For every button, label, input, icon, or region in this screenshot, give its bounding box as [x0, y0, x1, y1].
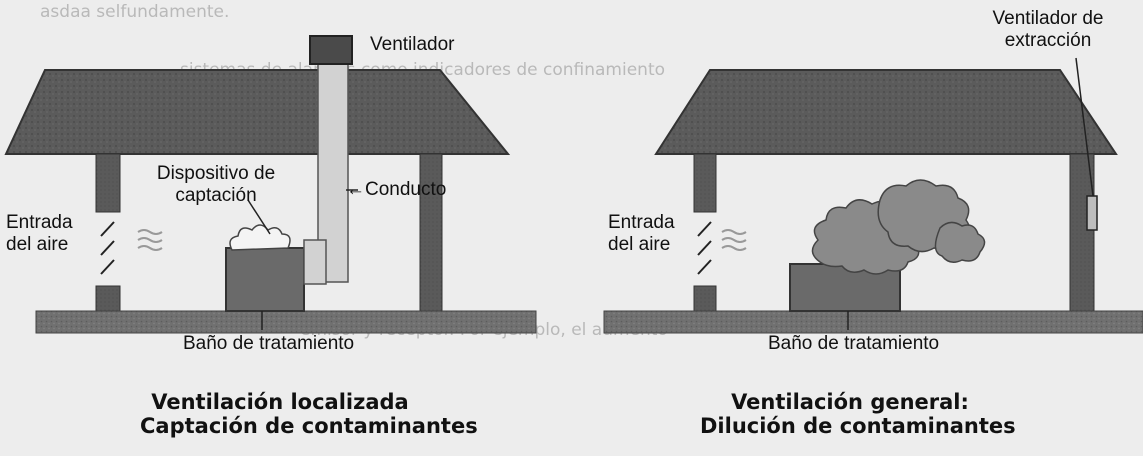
capture-device-label-line2: captación: [175, 185, 257, 206]
roof-fan-box: [309, 35, 353, 65]
right-air-inlet-line2: del aire: [608, 234, 671, 255]
left-house: [4, 35, 537, 334]
left-roof: [4, 69, 511, 155]
right-roof: [654, 69, 1118, 155]
left-air-inlet-line2: del aire: [6, 234, 69, 255]
left-fume-puff: [229, 224, 291, 251]
right-caption-line2: Dilución de contaminantes: [700, 414, 1016, 438]
left-caption-line1: Ventilación localizada: [151, 390, 409, 414]
left-airflow-icon: [137, 229, 163, 251]
left-wall-left-upper: [95, 153, 121, 213]
contaminant-cloud: [811, 179, 986, 275]
left-bath-tank: [225, 247, 305, 312]
duct-label-text: Conducto: [365, 179, 447, 200]
exhaust-fan-label: Ventilador de extracción: [968, 8, 1128, 52]
right-caption: Ventilación general: Dilución de contami…: [700, 390, 1016, 438]
exhaust-fan-label-line1: Ventilador de: [992, 8, 1104, 29]
right-bath-label: Baño de tratamiento: [768, 333, 940, 354]
exhaust-fan-icon: [1086, 195, 1098, 231]
right-caption-line1: Ventilación general:: [731, 390, 969, 414]
left-wall-right: [419, 153, 443, 313]
exhaust-fan-label-line2: extracción: [1004, 30, 1092, 51]
capture-device-label-line1: Dispositivo de: [156, 163, 276, 184]
left-air-inlet-label: Entrada del aire: [6, 212, 73, 256]
left-air-inlet-marks: [100, 221, 115, 275]
capture-device-label: Dispositivo de captación: [132, 163, 300, 207]
left-caption: Ventilación localizada Captación de cont…: [140, 390, 478, 438]
right-wall-left-lower: [693, 285, 717, 313]
right-house: [603, 57, 1143, 334]
fan-label: Ventilador: [370, 34, 455, 55]
left-wall-left-lower: [95, 285, 121, 313]
right-wall-left-upper: [693, 153, 717, 213]
right-airflow-icon: [721, 229, 747, 251]
capture-leader: [247, 199, 271, 235]
right-wall-right: [1069, 153, 1095, 313]
exhaust-fan-leader: [1075, 57, 1094, 197]
duct-label: ←Conducto: [346, 179, 447, 200]
left-bath-label: Baño de tratamiento: [183, 333, 355, 354]
left-air-inlet-line1: Entrada: [6, 212, 73, 233]
left-caption-line2: Captación de contaminantes: [140, 414, 478, 438]
right-air-inlet-marks: [697, 221, 712, 275]
left-floor: [35, 310, 537, 334]
right-air-inlet-line1: Entrada: [608, 212, 675, 233]
right-floor: [603, 310, 1143, 334]
right-air-inlet-label: Entrada del aire: [608, 212, 675, 256]
